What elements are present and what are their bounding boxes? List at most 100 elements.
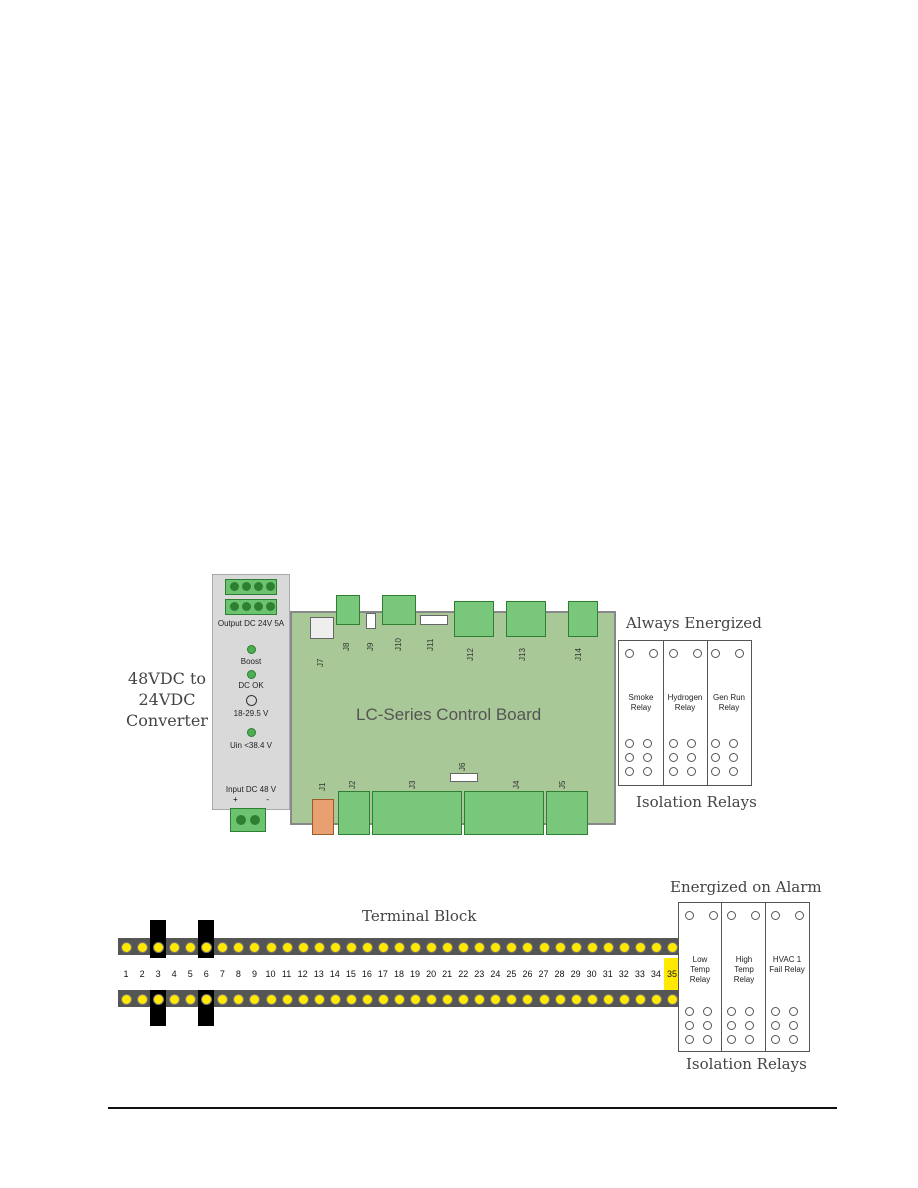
terminal-13[interactable]: 13 <box>310 958 328 990</box>
terminal-17[interactable]: 17 <box>374 958 392 990</box>
terminal-screw-top-13[interactable] <box>313 942 325 953</box>
connector-j4[interactable] <box>464 791 544 835</box>
terminal-screw-bottom-16[interactable] <box>361 994 373 1005</box>
terminal-screw-bottom-7[interactable] <box>217 994 229 1005</box>
terminal-screw-top-6[interactable] <box>201 942 213 953</box>
connector-j6[interactable] <box>450 773 478 782</box>
terminal-11[interactable]: 11 <box>278 958 296 990</box>
terminal-23[interactable]: 23 <box>471 958 489 990</box>
terminal-screw-bottom-17[interactable] <box>377 994 389 1005</box>
terminal-screw-top-16[interactable] <box>361 942 373 953</box>
terminal-screw-top-9[interactable] <box>249 942 261 953</box>
connector-j12[interactable] <box>454 601 494 637</box>
terminal-screw-top-34[interactable] <box>650 942 662 953</box>
terminal-21[interactable]: 21 <box>439 958 457 990</box>
adjust-potentiometer-icon[interactable] <box>246 695 257 706</box>
terminal-screw-top-15[interactable] <box>345 942 357 953</box>
terminal-24[interactable]: 24 <box>487 958 505 990</box>
terminal-screw-bottom-2[interactable] <box>137 994 149 1005</box>
terminal-screw-bottom-22[interactable] <box>458 994 470 1005</box>
connector-j13[interactable] <box>506 601 546 637</box>
terminal-32[interactable]: 32 <box>615 958 633 990</box>
terminal-2[interactable]: 2 <box>134 958 152 990</box>
terminal-screw-top-22[interactable] <box>458 942 470 953</box>
terminal-screw-bottom-27[interactable] <box>538 994 550 1005</box>
terminal-screw-bottom-3[interactable] <box>153 994 165 1005</box>
terminal-screw-top-10[interactable] <box>265 942 277 953</box>
terminal-screw-bottom-5[interactable] <box>185 994 197 1005</box>
terminal-screw-top-4[interactable] <box>169 942 181 953</box>
terminal-screw-bottom-1[interactable] <box>121 994 133 1005</box>
terminal-screw-top-12[interactable] <box>297 942 309 953</box>
terminal-screw-top-32[interactable] <box>618 942 630 953</box>
connector-j9[interactable] <box>366 613 376 629</box>
terminal-screw-bottom-35[interactable] <box>666 994 678 1005</box>
connector-j2[interactable] <box>338 791 370 835</box>
terminal-8[interactable]: 8 <box>230 958 248 990</box>
terminal-screw-top-31[interactable] <box>602 942 614 953</box>
terminal-screw-bottom-31[interactable] <box>602 994 614 1005</box>
terminal-30[interactable]: 30 <box>583 958 601 990</box>
terminal-screw-bottom-24[interactable] <box>490 994 502 1005</box>
terminal-16[interactable]: 16 <box>358 958 376 990</box>
terminal-5[interactable]: 5 <box>182 958 200 990</box>
terminal-screw-top-23[interactable] <box>474 942 486 953</box>
terminal-screw-bottom-6[interactable] <box>201 994 213 1005</box>
terminal-screw-top-21[interactable] <box>442 942 454 953</box>
terminal-screw-top-27[interactable] <box>538 942 550 953</box>
terminal-screw-top-14[interactable] <box>329 942 341 953</box>
terminal-screw-bottom-20[interactable] <box>426 994 438 1005</box>
terminal-31[interactable]: 31 <box>599 958 617 990</box>
terminal-screw-bottom-18[interactable] <box>394 994 405 1005</box>
terminal-screw-bottom-23[interactable] <box>474 994 486 1005</box>
terminal-screw-top-35[interactable] <box>666 942 678 953</box>
terminal-18[interactable]: 18 <box>390 958 409 990</box>
terminal-screw-top-26[interactable] <box>522 942 534 953</box>
terminal-29[interactable]: 29 <box>567 958 585 990</box>
terminal-6[interactable]: 6 <box>198 958 216 990</box>
terminal-screw-bottom-19[interactable] <box>410 994 422 1005</box>
terminal-26[interactable]: 26 <box>519 958 537 990</box>
terminal-4[interactable]: 4 <box>166 958 184 990</box>
terminal-screw-top-3[interactable] <box>153 942 165 953</box>
terminal-screw-bottom-14[interactable] <box>329 994 341 1005</box>
connector-j3[interactable] <box>372 791 462 835</box>
terminal-1[interactable]: 1 <box>118 958 136 990</box>
terminal-25[interactable]: 25 <box>503 958 521 990</box>
connector-j10[interactable] <box>382 595 416 625</box>
terminal-screw-bottom-13[interactable] <box>313 994 325 1005</box>
terminal-screw-bottom-10[interactable] <box>265 994 277 1005</box>
terminal-screw-top-30[interactable] <box>586 942 598 953</box>
terminal-9[interactable]: 9 <box>246 958 264 990</box>
terminal-screw-top-19[interactable] <box>410 942 422 953</box>
terminal-screw-top-1[interactable] <box>121 942 133 953</box>
terminal-27[interactable]: 27 <box>535 958 553 990</box>
terminal-22[interactable]: 22 <box>455 958 473 990</box>
terminal-screw-bottom-8[interactable] <box>233 994 245 1005</box>
terminal-screw-top-2[interactable] <box>137 942 149 953</box>
terminal-screw-top-28[interactable] <box>554 942 566 953</box>
connector-j11[interactable] <box>420 615 448 625</box>
terminal-screw-bottom-29[interactable] <box>570 994 582 1005</box>
terminal-screw-bottom-33[interactable] <box>634 994 646 1005</box>
terminal-screw-bottom-26[interactable] <box>522 994 534 1005</box>
terminal-20[interactable]: 20 <box>423 958 441 990</box>
terminal-28[interactable]: 28 <box>551 958 569 990</box>
terminal-screw-top-5[interactable] <box>185 942 197 953</box>
terminal-screw-bottom-4[interactable] <box>169 994 181 1005</box>
terminal-screw-top-7[interactable] <box>217 942 229 953</box>
terminal-screw-top-25[interactable] <box>506 942 518 953</box>
terminal-screw-top-17[interactable] <box>377 942 389 953</box>
terminal-screw-bottom-11[interactable] <box>281 994 293 1005</box>
terminal-screw-bottom-34[interactable] <box>650 994 662 1005</box>
terminal-34[interactable]: 34 <box>647 958 665 990</box>
terminal-screw-bottom-9[interactable] <box>249 994 261 1005</box>
connector-j14[interactable] <box>568 601 598 637</box>
terminal-screw-bottom-21[interactable] <box>442 994 454 1005</box>
terminal-10[interactable]: 10 <box>262 958 280 990</box>
terminal-33[interactable]: 33 <box>631 958 649 990</box>
terminal-screw-bottom-30[interactable] <box>586 994 598 1005</box>
terminal-screw-top-24[interactable] <box>490 942 502 953</box>
connector-j5[interactable] <box>546 791 588 835</box>
terminal-3[interactable]: 3 <box>150 958 168 990</box>
